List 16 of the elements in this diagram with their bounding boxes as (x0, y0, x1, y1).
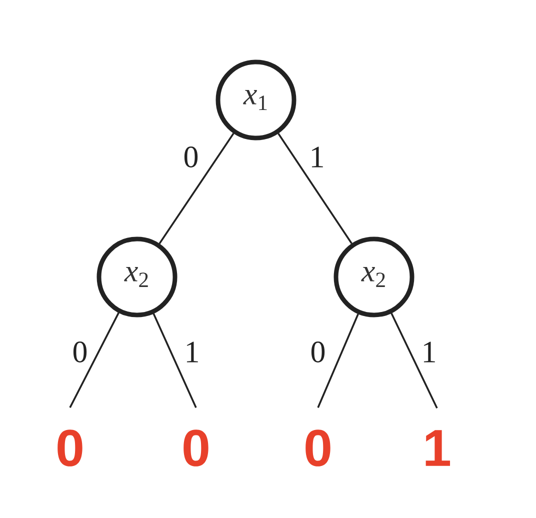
leaf-value: 0 (184, 430, 208, 466)
leaf-value: 0 (306, 430, 330, 466)
edge-label: 1 (308, 146, 326, 168)
branch-line (278, 132, 352, 244)
branch-line (317, 314, 359, 408)
leaf-value: 0 (58, 430, 82, 466)
branch-line (158, 132, 234, 244)
edge-label: 1 (420, 340, 438, 364)
leaf-value: 1 (426, 430, 450, 466)
edge-label: 0 (182, 146, 200, 168)
edge-label: 0 (309, 340, 327, 364)
edge-label: 1 (183, 340, 201, 364)
branch-line (390, 312, 438, 408)
edge-label: 0 (71, 340, 89, 364)
branch-line (69, 312, 120, 408)
branch-line (152, 313, 197, 408)
